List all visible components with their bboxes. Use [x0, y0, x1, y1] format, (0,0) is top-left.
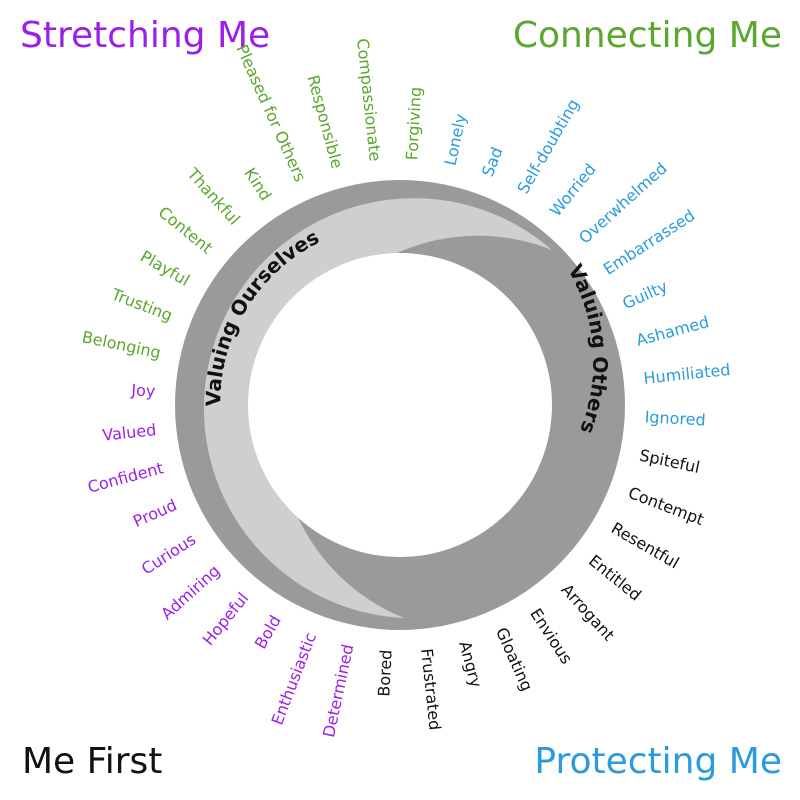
emotion-kind: Kind	[240, 164, 275, 204]
emotion-ignored: Ignored	[644, 407, 706, 429]
emotion-arrogant: Arrogant	[558, 580, 619, 644]
quadrant-title-stretching-me: Stretching Me	[20, 15, 271, 56]
emotion-humiliated: Humiliated	[643, 360, 732, 388]
emotion-frustrated: Frustrated	[417, 648, 444, 732]
emotion-proud: Proud	[130, 495, 179, 531]
emotion-curious: Curious	[138, 530, 199, 579]
quadrant-title-connecting-me: Connecting Me	[512, 15, 782, 56]
emotion-belonging: Belonging	[80, 327, 162, 362]
emotion-lonely: Lonely	[441, 112, 470, 167]
emotion-admiring: Admiring	[157, 561, 223, 623]
emotion-trusting: Trusting	[108, 284, 175, 325]
emotion-bold: Bold	[251, 612, 285, 652]
emotion-gloating: Gloating	[492, 625, 537, 694]
emotion-enthusiastic: Enthusiastic	[268, 630, 321, 728]
emotion-determined: Determined	[319, 642, 357, 739]
emotion-playful: Playful	[137, 247, 193, 290]
emotion-compassionate: Compassionate	[353, 37, 385, 162]
emotion-worried: Worried	[546, 160, 600, 220]
emotion-joy: Joy	[130, 380, 156, 400]
wheel-center	[248, 253, 552, 557]
emotion-envious: Envious	[526, 605, 576, 668]
emotion-pleased-for-others: Pleased for Others	[232, 42, 310, 185]
emotion-responsible: Responsible	[304, 73, 347, 171]
emotion-sad: Sad	[478, 144, 507, 179]
emotion-resentful: Resentful	[608, 518, 683, 572]
emotion-entitled: Entitled	[585, 551, 645, 605]
emotion-forgiving: Forgiving	[402, 86, 425, 160]
emotion-hopeful: Hopeful	[199, 589, 253, 649]
emotion-ashamed: Ashamed	[634, 312, 711, 350]
emotion-bored: Bored	[374, 649, 395, 697]
emotion-confident: Confident	[86, 458, 166, 496]
emotion-contempt: Contempt	[626, 483, 707, 529]
emotion-thankful: Thankful	[183, 164, 244, 229]
emotion-valued: Valued	[101, 420, 157, 445]
emotion-content: Content	[155, 203, 216, 258]
emotion-angry: Angry	[455, 639, 486, 690]
quadrant-title-me-first: Me First	[22, 741, 163, 782]
quadrant-title-protecting-me: Protecting Me	[534, 741, 782, 782]
emotion-spiteful: Spiteful	[638, 446, 702, 477]
emotion-guilty: Guilty	[620, 277, 671, 314]
